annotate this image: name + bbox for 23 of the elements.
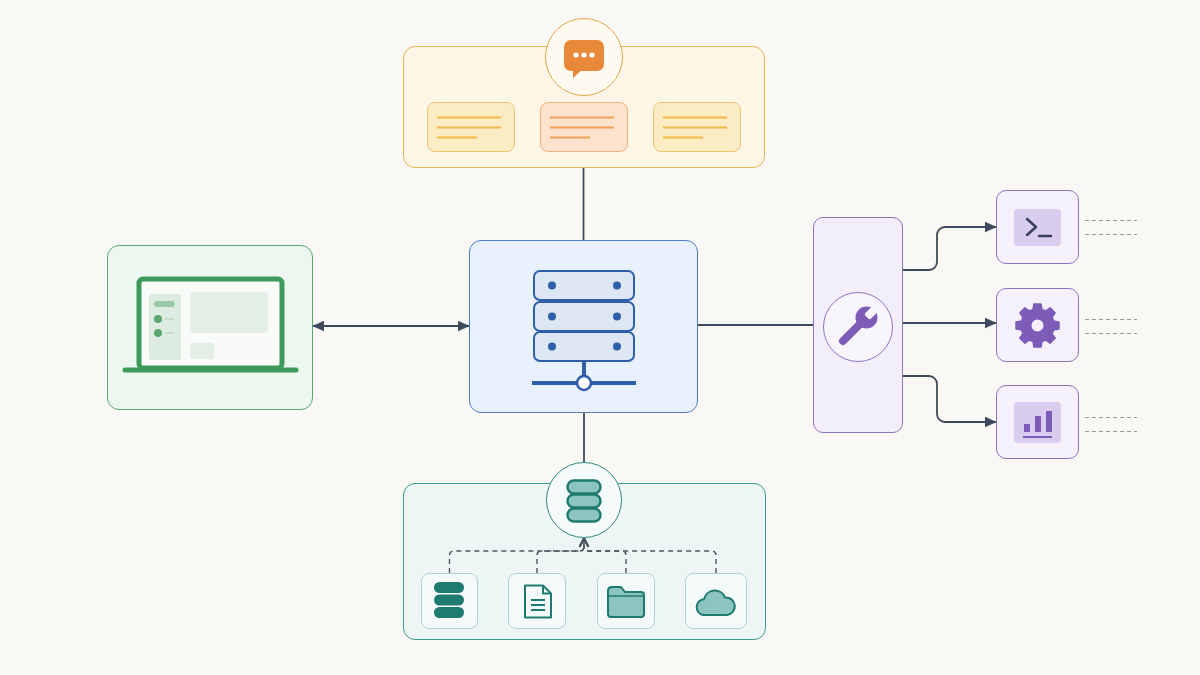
storage-panel (403, 483, 766, 640)
server-card (469, 240, 698, 413)
storage-card (420, 572, 478, 629)
arrow (902, 221, 997, 271)
storage-card (507, 572, 566, 629)
dashed-arrow (578, 537, 717, 574)
tool-card (996, 385, 1079, 459)
arrow (902, 375, 997, 428)
message-card (652, 101, 741, 152)
connector-line (583, 412, 585, 463)
connector-line (697, 324, 814, 326)
message-panel (403, 46, 765, 168)
tool-card (996, 190, 1079, 264)
tool-card (996, 288, 1079, 362)
device-card (107, 245, 313, 410)
arrow (902, 317, 997, 329)
tool-panel (813, 217, 903, 433)
message-card (539, 101, 628, 152)
message-card (426, 101, 515, 152)
storage-card (684, 572, 747, 629)
connector-line (582, 167, 585, 241)
arrow (312, 320, 470, 332)
storage-card (596, 572, 655, 629)
